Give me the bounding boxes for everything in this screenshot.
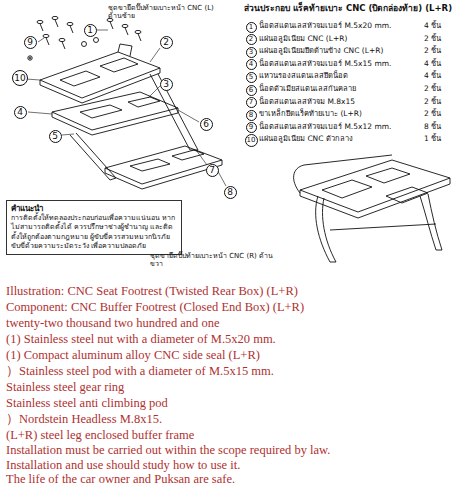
callout-circle: 5 — [49, 130, 62, 143]
translation-line: Stainless steel anti climbing pod — [6, 396, 168, 410]
part-quantity: 2 ชิ้น — [424, 47, 441, 56]
list-number-circle: 1 — [246, 22, 257, 33]
callout-number: 6 — [203, 120, 209, 129]
assembled-rack — [294, 155, 450, 262]
part-quantity: 8 ชิ้น — [424, 123, 441, 132]
callout-number: 7 — [209, 166, 215, 175]
translation-line: Stainless steel gear ring — [6, 380, 124, 394]
callout-number: 5 — [249, 74, 253, 81]
callout-number: 2 — [163, 38, 169, 47]
part-quantity: 2 ชิ้น — [424, 35, 441, 44]
leader-line — [26, 30, 226, 186]
callout-circle: 10 — [12, 70, 28, 86]
callout-number: 4 — [17, 108, 23, 117]
translation-line: ）Stainless steel pod with a diameter of … — [6, 364, 274, 378]
part-name: น็อตสแตนเลสหัวจมเบอร์ M.5x15 mm. — [259, 60, 391, 69]
center-plate — [52, 92, 178, 135]
callout-circle: 7 — [206, 164, 219, 177]
callout-number: 5 — [52, 132, 58, 141]
list-number-circle: 8 — [246, 110, 257, 121]
list-number-circle: 6 — [246, 85, 257, 96]
part-name: ขาเหล็กยึดแร็คท้ายเบาะ (L+R) — [259, 110, 362, 119]
part-quantity: 2 ชิ้น — [424, 98, 441, 107]
callout-number: 8 — [227, 188, 233, 197]
callout-circle: 3 — [160, 78, 173, 91]
list-number-circle: 3 — [246, 47, 257, 58]
part-name: น็อตสแตนเลสหัวจมเบอร์ M.5x20 mm. — [259, 22, 391, 31]
assembly-label: ชุดขายึดปิ๊ปท้ายเบาะหน้า CNC (L) ด้านซ้า… — [108, 4, 228, 20]
note-heading: คำแนะนำ — [11, 204, 177, 214]
list-number-circle: 2 — [246, 34, 257, 45]
callout-number: 7 — [249, 99, 253, 106]
list-number-circle: 10 — [245, 134, 258, 147]
callout-number: 2 — [249, 36, 253, 43]
translation-line: The life of the car owner and Puksan are… — [6, 472, 235, 486]
part-name: แผ่นอลูมิเนียม CNC (L+R) — [259, 35, 347, 44]
callout-number: 8 — [249, 112, 253, 119]
translation-line: (1) Stainless steel nut with a diameter … — [6, 332, 276, 346]
translation-line: (L+R) steel leg enclosed buffer frame — [6, 428, 194, 442]
callout-circle: 8 — [224, 186, 237, 199]
callout-number: 1 — [249, 24, 253, 31]
translation-line: Illustration: CNC Seat Footrest (Twisted… — [6, 284, 298, 298]
part-quantity: 1 ชิ้น — [424, 135, 441, 144]
translation-line: Installation must be carried out within … — [6, 443, 330, 457]
side-plate-right — [105, 146, 222, 189]
part-quantity: 2 ชิ้น — [424, 85, 441, 94]
list-number-circle: 9 — [246, 122, 257, 133]
part-name: น็อตสแตนเลสหัวจมเบอร์ M.5x12 mm. — [259, 123, 391, 132]
callout-number: 3 — [163, 80, 169, 89]
list-number-circle: 5 — [246, 72, 257, 83]
callout-circle: 2 — [160, 36, 173, 49]
callout-circle: 4 — [14, 106, 27, 119]
translation-line: (1) Compact aluminum alloy CNC side seal… — [6, 348, 260, 362]
list-number-circle: 4 — [246, 59, 257, 70]
support-leg — [70, 74, 198, 180]
part-quantity: 2 ชิ้น — [424, 110, 441, 119]
bolt-group — [28, 16, 141, 60]
callout-number: 6 — [249, 87, 253, 94]
parts-heading: ส่วนประกอบ แร็คท้ายเบาะ CNC (ปิดกล่องท้า… — [244, 4, 452, 14]
callout-number: 9 — [27, 38, 33, 47]
callout-number: 1 — [87, 26, 93, 35]
callout-number: 10 — [247, 137, 256, 144]
note-text: การติดตั้งให้ทดลองประกอบก่อนเพื่อความแน่… — [11, 214, 177, 250]
part-quantity: 4 ชิ้น — [424, 22, 441, 31]
part-quantity: 4 ชิ้น — [424, 72, 441, 81]
translation-line: twenty-two thousand two hundred and one — [6, 316, 220, 330]
translation-line: Installation and use should study how to… — [6, 458, 240, 472]
translation-line: ）Nordstein Headless M.8x15. — [6, 412, 162, 426]
callout-circle: 1 — [84, 24, 97, 37]
assembly-label: ชุดขายึดปิ๊ปท้ายเบาะหน้า CNC (R) ด้านขวา — [150, 252, 280, 268]
callout-number: 4 — [249, 61, 253, 68]
translation-line: Component: CNC Buffer Footrest (Closed E… — [6, 300, 304, 314]
part-name: น็อตตัวเมียสแตนเลสกันคลาย — [259, 85, 356, 94]
callout-number: 3 — [249, 49, 253, 56]
part-quantity: 4 ชิ้น — [424, 60, 441, 69]
part-name: แหวนรองสแตนเลสยึดน็อต — [259, 72, 348, 81]
callout-number: 9 — [249, 124, 253, 131]
callout-circle: 6 — [200, 118, 213, 131]
callout-number: 10 — [14, 74, 25, 83]
part-name: แผ่นอลูมิเนียมยึดด้านข้าง CNC (L+R) — [259, 47, 383, 56]
part-name: แผ่นอลูมิเนียม CNC ตัวกลาง — [259, 135, 353, 144]
note-box: คำแนะนำการติดตั้งให้ทดลองประกอบก่อนเพื่อ… — [6, 200, 182, 255]
callout-circle: 9 — [24, 36, 37, 49]
part-name: น็อตสแตนเลสหัวจม M.8x15 — [259, 98, 355, 107]
side-plate-left — [40, 44, 160, 103]
list-number-circle: 7 — [246, 97, 257, 108]
